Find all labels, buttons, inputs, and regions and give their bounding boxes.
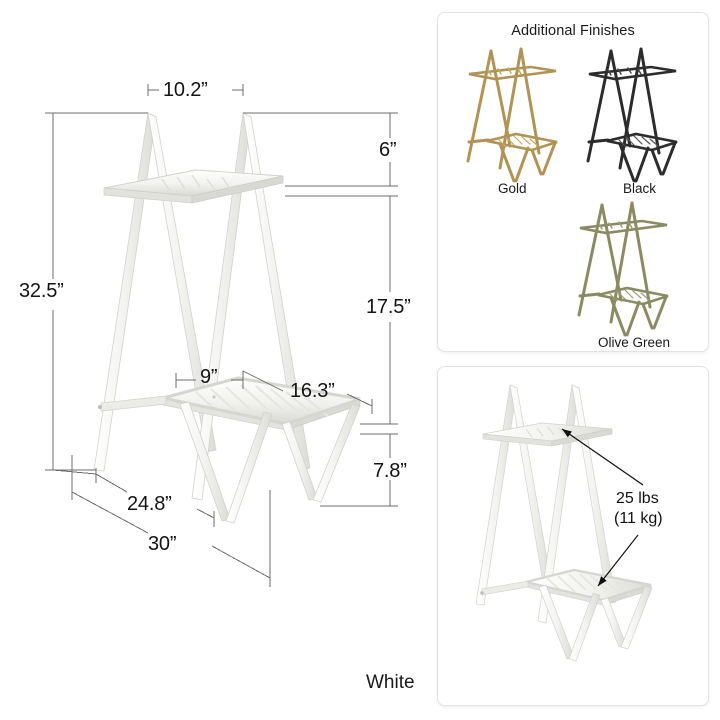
dimension-top-to-shelf: 6”	[379, 139, 397, 161]
capacity-illustration	[475, 384, 653, 662]
easel-frame-capacity	[475, 384, 653, 662]
dimension-lines	[45, 84, 398, 587]
dimension-bottom-shelf-left: 9”	[200, 366, 218, 388]
arrow-to-bottom-shelf	[597, 534, 639, 587]
capacity-value-kg: (11 kg)	[614, 510, 663, 527]
capacity-arrows	[561, 428, 644, 587]
additional-finishes-panel: Additional Finishes	[437, 12, 709, 352]
finish-label-black: Black	[623, 181, 657, 196]
dimension-shelf-to-floor: 7.8”	[373, 460, 407, 482]
dimension-bottom-shelf-right: 16.3”	[290, 380, 335, 402]
dimension-width-top: 10.2”	[163, 79, 208, 101]
finishes-illustrations	[466, 47, 678, 337]
dimension-depth-outer: 30”	[148, 533, 177, 555]
finish-swatch-black	[586, 47, 678, 183]
dimension-depth-inner: 24.8”	[127, 493, 172, 515]
finish-swatch-gold	[466, 47, 558, 183]
finish-label-gold: Gold	[498, 181, 527, 196]
dimension-shelf-to-shelf: 17.5”	[366, 296, 411, 318]
finishes-panel-title: Additional Finishes	[511, 23, 635, 39]
capacity-value-lbs: 25 lbs	[616, 490, 659, 507]
easel-frame-white	[93, 112, 361, 524]
dimension-total-height: 32.5”	[19, 280, 64, 302]
finish-swatch-olive-green	[577, 201, 669, 337]
arrow-to-top-shelf	[561, 428, 644, 486]
weight-capacity-panel: 25 lbs (11 kg)	[437, 366, 709, 706]
main-finish-label: White	[366, 672, 415, 693]
finish-label-olive-green: Olive Green	[598, 335, 671, 350]
